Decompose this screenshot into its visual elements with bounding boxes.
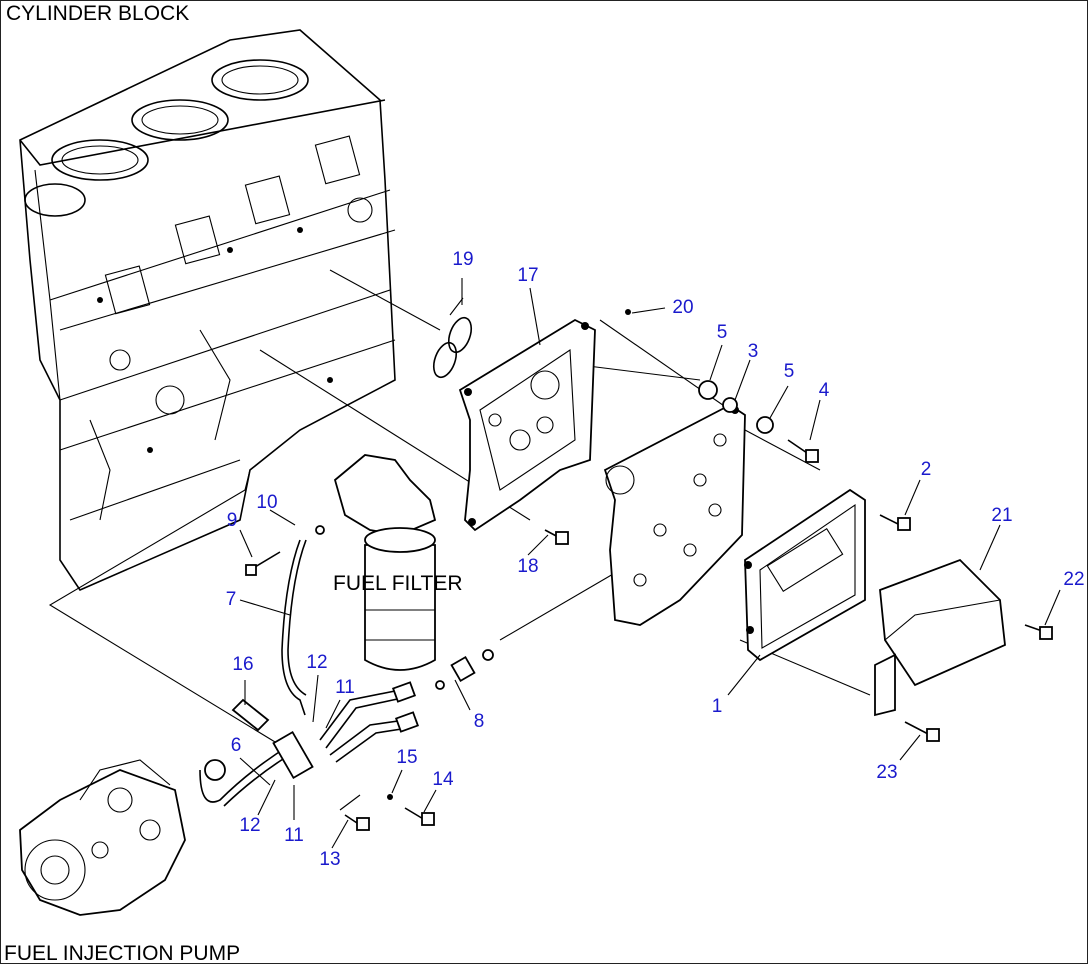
callout-20: 20 [672, 297, 694, 318]
callout-8: 8 [473, 711, 485, 732]
controller-plate-part-3 [603, 403, 746, 626]
callout-10: 10 [256, 492, 278, 513]
callout-6: 6 [230, 735, 242, 756]
fuel-injection-pump-label: FUEL INJECTION PUMP [4, 942, 241, 965]
cylinder-block-label: CYLINDER BLOCK [6, 2, 190, 25]
callout-11-upper: 11 [335, 677, 355, 698]
fuel-hoses [272, 681, 420, 780]
fuel-filter-label: FUEL FILTER [333, 572, 463, 595]
callout-leaders [239, 278, 1061, 849]
callout-1: 1 [711, 696, 723, 717]
bracket-part-17 [458, 318, 596, 532]
callout-2: 2 [920, 459, 932, 480]
callout-4: 4 [818, 380, 830, 401]
fuel-pipes [199, 539, 307, 807]
callout-3: 3 [747, 341, 759, 362]
fasteners [245, 309, 1053, 831]
callout-5-upper: 5 [716, 322, 728, 343]
callout-12-lower: 12 [239, 815, 261, 836]
callout-11-lower: 11 [284, 825, 304, 846]
cover-part-21 [874, 558, 1006, 717]
callout-15: 15 [396, 747, 418, 768]
callout-16: 16 [232, 654, 254, 675]
callout-13: 13 [319, 849, 341, 870]
callout-23: 23 [876, 762, 898, 783]
callout-5-lower: 5 [783, 361, 795, 382]
callout-17: 17 [517, 265, 539, 286]
callout-14: 14 [432, 769, 454, 790]
callout-9: 9 [226, 510, 238, 531]
controller-part-1 [744, 488, 866, 662]
callout-21: 21 [991, 505, 1013, 526]
fuel-filter-drawing [333, 454, 437, 671]
callout-12-upper: 12 [306, 652, 328, 673]
callout-22: 22 [1063, 569, 1085, 590]
callout-18: 18 [517, 556, 539, 577]
callout-7: 7 [225, 589, 237, 610]
fuel-injection-pump-drawing [19, 759, 186, 916]
o-ring-set-part-19 [432, 297, 473, 379]
callout-19: 19 [452, 249, 474, 270]
sleeve-part-16 [231, 698, 270, 732]
cylinder-block-drawing [19, 29, 396, 592]
